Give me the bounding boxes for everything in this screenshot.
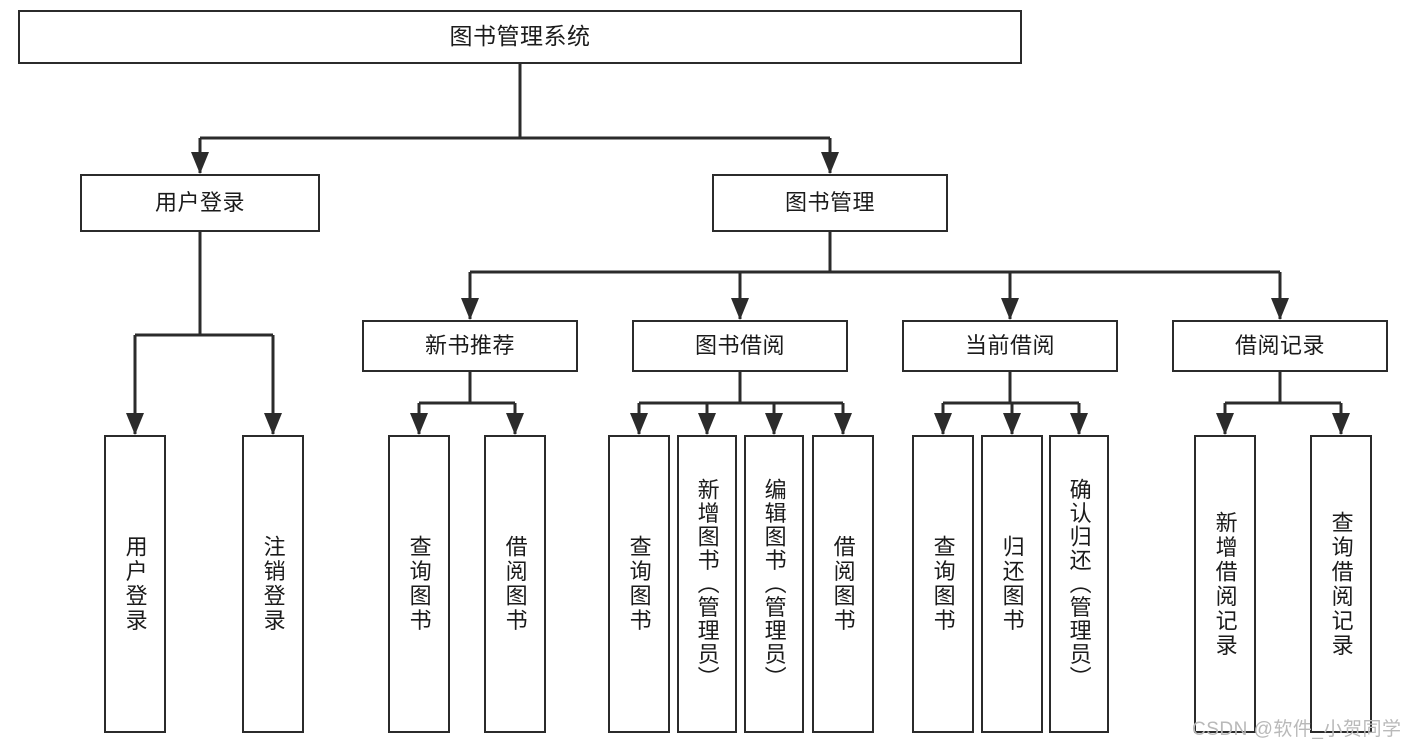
arrow-head-icon (1332, 413, 1350, 435)
node-bookmgmt[interactable]: 图书管理 (712, 174, 948, 232)
arrow-head-icon (264, 413, 282, 435)
node-l-return[interactable]: 归还图书 (981, 435, 1043, 733)
node-label: 借阅记录 (1234, 332, 1325, 358)
arrow-head-icon (126, 413, 144, 435)
arrow-head-icon (506, 413, 524, 435)
node-login[interactable]: 用户登录 (80, 174, 320, 232)
node-label: 查询图书 (406, 535, 432, 633)
arrow-head-icon (821, 152, 839, 174)
node-l-confirm[interactable]: 确认归还（管理员） (1049, 435, 1109, 733)
node-l-addrec[interactable]: 新增借阅记录 (1194, 435, 1256, 733)
node-label: 当前借阅 (964, 332, 1055, 358)
node-l-edit[interactable]: 编辑图书（管理员） (744, 435, 804, 733)
arrow-head-icon (1070, 413, 1088, 435)
node-l-query3[interactable]: 查询图书 (912, 435, 974, 733)
node-newbook[interactable]: 新书推荐 (362, 320, 578, 372)
arrow-head-icon (934, 413, 952, 435)
node-label: 新增图书（管理员） (694, 478, 720, 690)
node-label: 用户登录 (122, 535, 148, 633)
node-label: 确认归还（管理员） (1066, 478, 1092, 690)
node-label: 注销登录 (260, 535, 286, 633)
arrow-head-icon (191, 152, 209, 174)
node-l-query2[interactable]: 查询图书 (608, 435, 670, 733)
node-label: 借阅图书 (830, 535, 856, 633)
node-label: 图书管理系统 (449, 23, 591, 50)
node-label: 新书推荐 (424, 332, 515, 358)
arrow-head-icon (765, 413, 783, 435)
node-label: 查询图书 (930, 535, 956, 633)
node-l-borrow1[interactable]: 借阅图书 (484, 435, 546, 733)
node-l-logout[interactable]: 注销登录 (242, 435, 304, 733)
node-root[interactable]: 图书管理系统 (18, 10, 1022, 64)
node-label: 查询借阅记录 (1328, 510, 1354, 658)
node-current[interactable]: 当前借阅 (902, 320, 1118, 372)
arrow-head-icon (1216, 413, 1234, 435)
arrow-head-icon (731, 298, 749, 320)
node-label: 新增借阅记录 (1212, 510, 1238, 658)
arrow-head-icon (1001, 298, 1019, 320)
arrow-head-icon (698, 413, 716, 435)
arrow-head-icon (1003, 413, 1021, 435)
node-borrow[interactable]: 图书借阅 (632, 320, 848, 372)
node-label: 图书管理 (784, 189, 875, 215)
node-label: 归还图书 (999, 535, 1025, 633)
arrow-head-icon (834, 413, 852, 435)
node-l-borrow2[interactable]: 借阅图书 (812, 435, 874, 733)
node-l-add[interactable]: 新增图书（管理员） (677, 435, 737, 733)
node-label: 借阅图书 (502, 535, 528, 633)
node-label: 图书借阅 (694, 332, 785, 358)
node-label: 查询图书 (626, 535, 652, 633)
node-record[interactable]: 借阅记录 (1172, 320, 1388, 372)
arrow-head-icon (461, 298, 479, 320)
node-l-query1[interactable]: 查询图书 (388, 435, 450, 733)
arrow-head-icon (630, 413, 648, 435)
node-l-queryrec[interactable]: 查询借阅记录 (1310, 435, 1372, 733)
node-l-login[interactable]: 用户登录 (104, 435, 166, 733)
arrow-head-icon (1271, 298, 1289, 320)
node-label: 编辑图书（管理员） (761, 478, 787, 690)
node-label: 用户登录 (154, 189, 245, 215)
arrow-head-icon (410, 413, 428, 435)
watermark: CSDN @软件_小贺同学 (1192, 719, 1402, 740)
